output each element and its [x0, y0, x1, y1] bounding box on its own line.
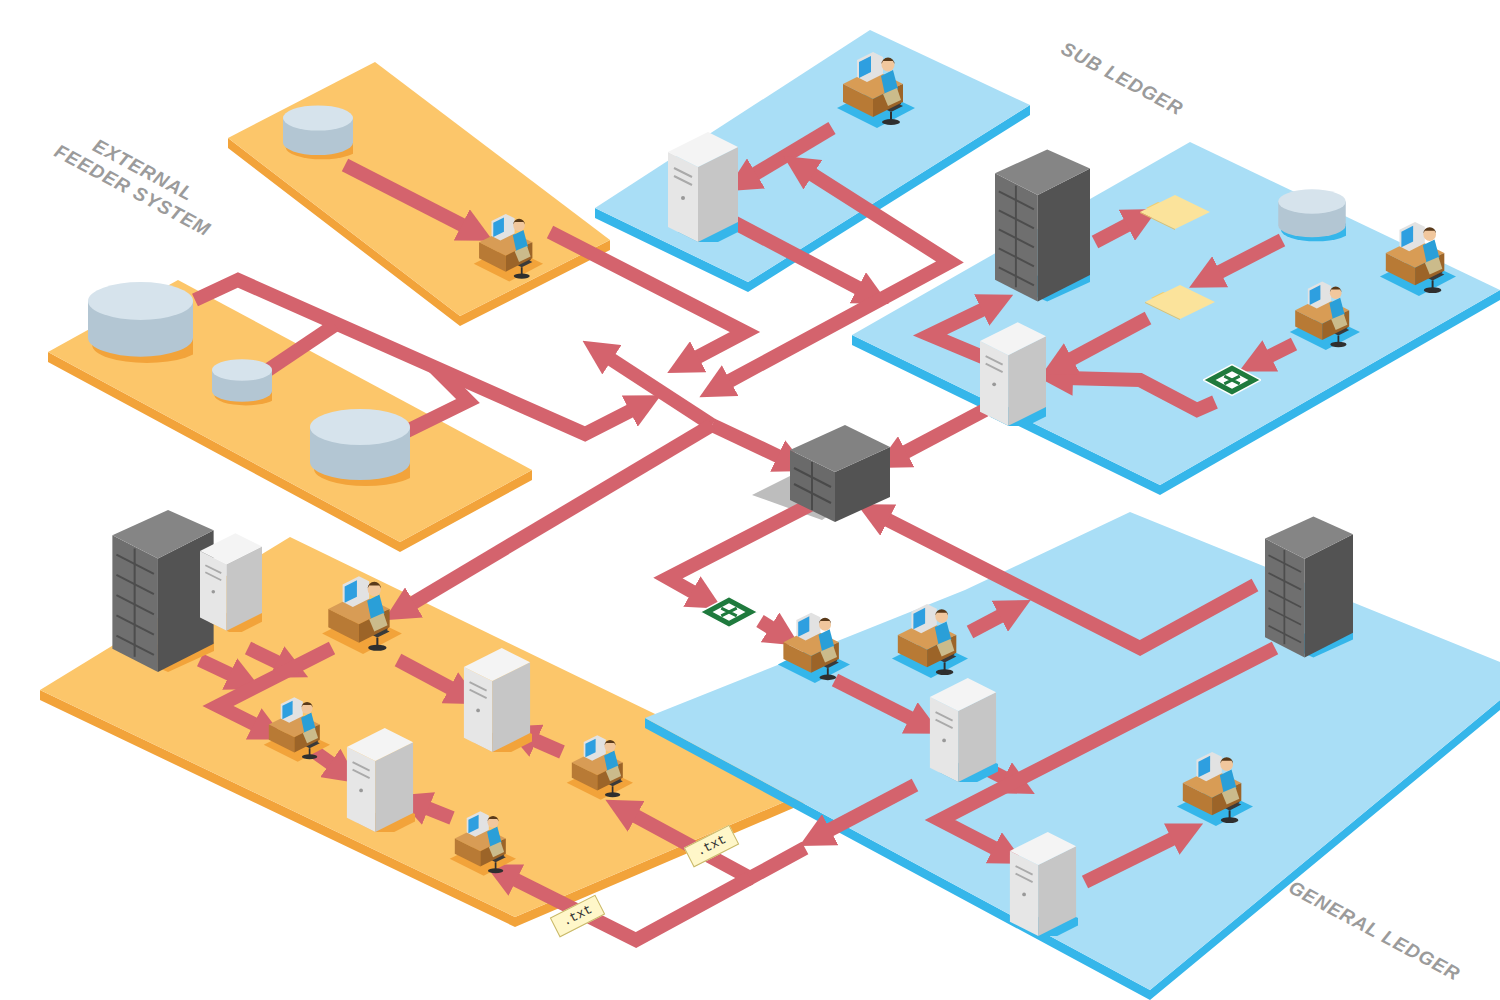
user-desk-icon: [264, 697, 330, 762]
user-desk-icon: [1177, 752, 1253, 826]
user-desk-icon: [322, 576, 402, 654]
pipe: [405, 367, 468, 432]
platform: [595, 30, 1030, 282]
arrow: [248, 648, 283, 665]
platform: [645, 512, 1500, 990]
arrow: [824, 785, 915, 833]
platform: [228, 62, 610, 316]
folder-icon: [1145, 285, 1215, 320]
file-label: .txt: [684, 825, 740, 868]
platform: [852, 142, 1500, 485]
arrow: [1264, 344, 1294, 359]
arrow: [398, 660, 456, 691]
user-desk-icon: [837, 52, 915, 128]
region-title: SUB LEDGER: [1057, 37, 1187, 120]
arrow: [195, 280, 636, 434]
user-desk-icon: [892, 604, 968, 678]
hub-server-icon: [790, 425, 890, 522]
server-icon: [200, 533, 271, 635]
user-desk-icon: [1290, 282, 1360, 350]
arrow: [900, 410, 985, 455]
arrow: [345, 165, 468, 228]
server-rack-icon: [995, 150, 1100, 302]
arrow: [1066, 318, 1148, 362]
server-icon: [930, 678, 1006, 787]
region-title: GENERAL LEDGER: [1285, 876, 1464, 986]
server-icon: [347, 728, 423, 837]
arrow: [668, 505, 810, 595]
user-desk-icon: [474, 214, 543, 282]
orange-platforms: [40, 62, 812, 927]
arrow: [1214, 240, 1282, 275]
region-title: EXTERNAL FEEDER SYSTEM: [43, 115, 232, 245]
user-desk-icon: [450, 811, 516, 876]
arrow: [760, 621, 776, 631]
folder-icon: [1140, 195, 1210, 230]
user-desk-icon: [778, 613, 850, 683]
pipe: [265, 325, 335, 372]
spreadsheet-icon: [700, 597, 758, 628]
spreadsheet-icon: [1203, 365, 1261, 396]
server-icon: [980, 322, 1055, 430]
arrow: [750, 128, 832, 177]
database-icon: [212, 359, 277, 405]
arrow: [720, 215, 864, 291]
arrow: [422, 806, 452, 818]
database-icon: [1278, 189, 1351, 241]
server-icon: [668, 132, 748, 247]
arrow: [550, 232, 745, 360]
arrow: [835, 680, 916, 721]
user-desk-icon: [567, 735, 633, 800]
arrow: [724, 171, 950, 384]
arrow: [200, 660, 236, 677]
arrow: [1095, 222, 1133, 242]
arrow: [218, 648, 332, 727]
arrow: [1066, 378, 1215, 410]
user-desk-icon: [1380, 222, 1456, 296]
server-rack-icon: [1265, 517, 1362, 658]
arrow: [970, 613, 1006, 632]
arrow: [606, 356, 712, 425]
blue-platforms: [595, 30, 1500, 1000]
server-icon: [464, 648, 540, 757]
arrow: [510, 877, 750, 940]
database-icon: [88, 282, 201, 363]
server-icon: [1010, 832, 1086, 941]
arrow: [1085, 836, 1178, 882]
database-icon: [310, 409, 418, 486]
arrow: [712, 425, 784, 459]
file-label: .txt: [550, 895, 606, 938]
arrow: [630, 813, 805, 878]
platform: [48, 280, 532, 542]
arrow: [530, 738, 562, 752]
database-icon: [283, 105, 359, 159]
arrows: [195, 128, 1294, 940]
arrow: [930, 307, 988, 358]
